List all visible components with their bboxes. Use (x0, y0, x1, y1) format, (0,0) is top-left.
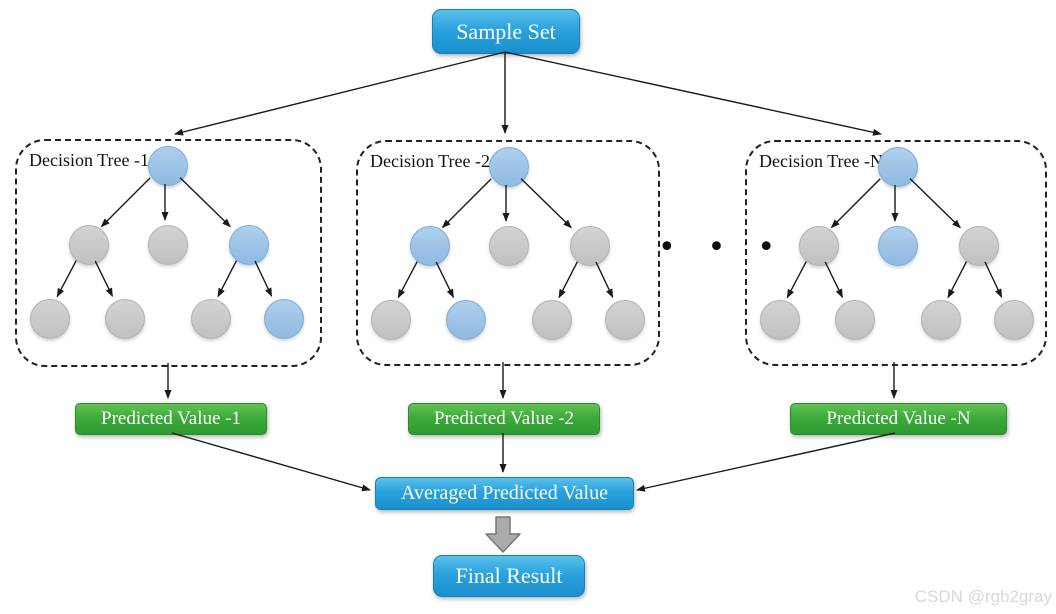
tree-node-blue (878, 147, 918, 187)
tree-node-gray (148, 225, 188, 265)
decision-tree-1-box: Decision Tree -1 (15, 139, 322, 367)
decision-tree-n-box: Decision Tree -N (745, 140, 1047, 366)
decision-tree-1-label: Decision Tree -1 (29, 150, 149, 170)
tree-node-blue (489, 147, 529, 187)
watermark-text: CSDN @rgb2gray (914, 587, 1052, 606)
arrow-connector (171, 432, 371, 492)
averaged-predicted-value-box: Averaged Predicted Value (375, 477, 634, 510)
predicted-value-n-box: Predicted Value -N (790, 403, 1007, 435)
decision-tree-2-box: Decision Tree -2 (356, 140, 660, 366)
block-arrow-down-icon (485, 516, 521, 553)
tree-node-blue (410, 226, 450, 266)
tree-node-gray (799, 226, 839, 266)
tree-node-gray (532, 300, 572, 340)
predicted-value-1-box: Predicted Value -1 (75, 403, 267, 435)
tree-node-gray (959, 226, 999, 266)
tree-node-blue (446, 300, 486, 340)
tree-node-gray (570, 226, 610, 266)
final-result-box: Final Result (433, 555, 585, 597)
tree-node-gray (921, 300, 961, 340)
arrow-connector (504, 51, 882, 136)
tree-node-gray (30, 299, 70, 339)
tree-node-blue (148, 146, 188, 186)
tree-node-blue (878, 226, 918, 266)
arrow-connector (636, 432, 896, 492)
predicted-value-2-box: Predicted Value -2 (408, 403, 600, 435)
tree-node-gray (489, 226, 529, 266)
tree-node-gray (105, 299, 145, 339)
decision-tree-2-label: Decision Tree -2 (370, 151, 490, 171)
sample-set-box: Sample Set (432, 9, 580, 54)
tree-node-gray (760, 300, 800, 340)
tree-node-gray (994, 300, 1034, 340)
tree-node-gray (191, 299, 231, 339)
tree-node-blue (264, 299, 304, 339)
decision-tree-n-label: Decision Tree -N (759, 151, 883, 171)
arrow-connector (174, 51, 506, 136)
tree-node-gray (371, 300, 411, 340)
tree-node-gray (835, 300, 875, 340)
tree-node-gray (69, 225, 109, 265)
ellipsis-dots: • • • (658, 230, 789, 265)
tree-node-gray (605, 300, 645, 340)
tree-node-blue (229, 225, 269, 265)
